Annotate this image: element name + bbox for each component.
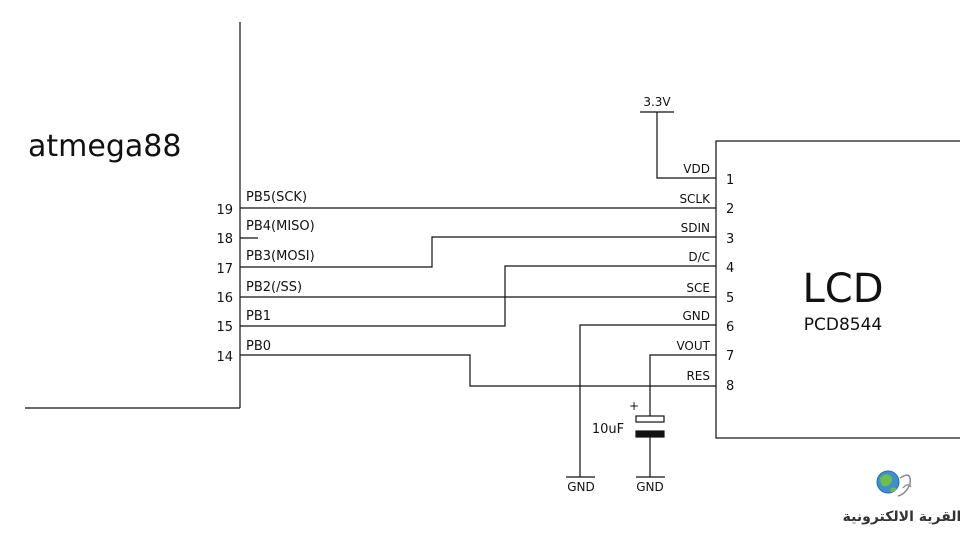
pin-label: VOUT	[676, 339, 710, 353]
capacitor-label: 10uF	[592, 422, 624, 437]
pin-label: PB5(SCK)	[246, 190, 307, 205]
lcd-module: LCD PCD8544	[715, 140, 960, 439]
lcd-model: PCD8544	[804, 315, 882, 335]
globe-icon	[876, 470, 900, 494]
pin-number: 19	[216, 203, 233, 218]
lcd-pin-4: D/C 4	[688, 250, 734, 276]
pin-label: RES	[686, 369, 710, 383]
wire-vdd	[656, 112, 716, 179]
capacitor-polarity: +	[629, 399, 639, 413]
pin-number: 1	[726, 173, 734, 188]
wires	[240, 112, 716, 477]
wire-vout	[649, 354, 716, 416]
lcd-pin-8: RES 8	[686, 369, 734, 394]
pin-number: 16	[216, 291, 233, 306]
ground-label: GND	[567, 480, 595, 494]
pin-label: PB4(MISO)	[246, 219, 315, 234]
ground-1: GND	[566, 476, 595, 494]
lcd-pin-7: VOUT 7	[676, 339, 734, 364]
mcu-pin-19: 19 PB5(SCK)	[216, 190, 307, 218]
pin-label: SCLK	[679, 192, 711, 206]
pin-number: 6	[726, 320, 734, 335]
mcu-pin-17: 17 PB3(MOSI)	[216, 249, 314, 277]
wire-gnd	[579, 324, 716, 477]
pin-number: 8	[726, 379, 734, 394]
mcu-pin-14: 14 PB0	[216, 339, 271, 365]
power-label: 3.3V	[643, 95, 671, 109]
pin-label: VDD	[683, 162, 710, 176]
watermark-text: القرية الالكترونية	[843, 509, 960, 525]
pin-number: 2	[726, 202, 734, 217]
lcd-title: LCD	[802, 266, 883, 312]
wire-dc	[240, 265, 716, 327]
lcd-pin-5: SCE 5	[686, 281, 734, 306]
lcd-pin-6: GND 6	[682, 309, 734, 335]
pin-label: D/C	[688, 250, 710, 264]
ground-2: GND	[636, 476, 665, 494]
wire-mosi	[240, 236, 716, 268]
pin-number: 17	[216, 262, 233, 277]
pin-label: PB0	[246, 339, 271, 354]
pin-label: PB2(/SS)	[246, 280, 302, 295]
mcu-name: atmega88	[28, 129, 181, 164]
mcu-outline	[25, 22, 241, 409]
mcu-pin-16: 16 PB2(/SS)	[216, 280, 302, 306]
pin-number: 5	[726, 291, 734, 306]
pin-number: 4	[726, 261, 734, 276]
ground-label: GND	[636, 480, 664, 494]
pin-number: 3	[726, 232, 734, 247]
pin-number: 7	[726, 349, 734, 364]
pin-number: 14	[216, 350, 233, 365]
power-supply: 3.3V	[640, 95, 674, 113]
pin-number: 18	[216, 232, 233, 247]
mcu-pin-15: 15 PB1	[216, 309, 271, 335]
capacitor: + 10uF	[592, 399, 665, 438]
lcd-pin-2: SCLK 2	[679, 192, 734, 217]
pin-label: PB3(MOSI)	[246, 249, 315, 264]
watermark-logo: القرية الالكترونية	[843, 470, 960, 525]
pin-label: SDIN	[681, 221, 710, 235]
lcd-pin-3: SDIN 3	[681, 221, 735, 247]
pin-label: SCE	[686, 281, 710, 295]
pin-label: GND	[682, 309, 710, 323]
wire-res	[240, 354, 716, 387]
pin-label: PB1	[246, 309, 271, 324]
pin-number: 15	[216, 320, 233, 335]
lcd-pin-1: VDD 1	[683, 162, 734, 188]
mcu-pin-18: 18 PB4(MISO)	[216, 219, 314, 247]
